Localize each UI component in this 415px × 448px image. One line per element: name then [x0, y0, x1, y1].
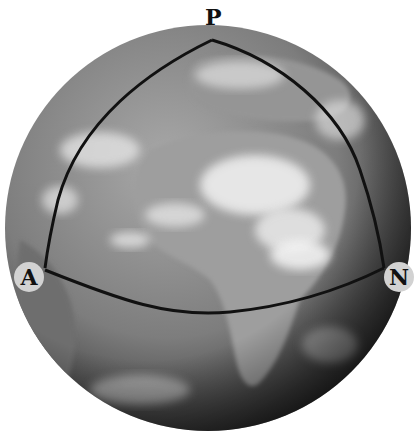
vertex-label: P: [205, 6, 222, 28]
arc-pn: [212, 40, 384, 268]
vertex-label: A: [14, 262, 44, 292]
arc-an: [45, 268, 384, 313]
vertex-label: N: [384, 262, 414, 292]
arc-pa: [45, 40, 212, 268]
globe: [5, 25, 411, 431]
